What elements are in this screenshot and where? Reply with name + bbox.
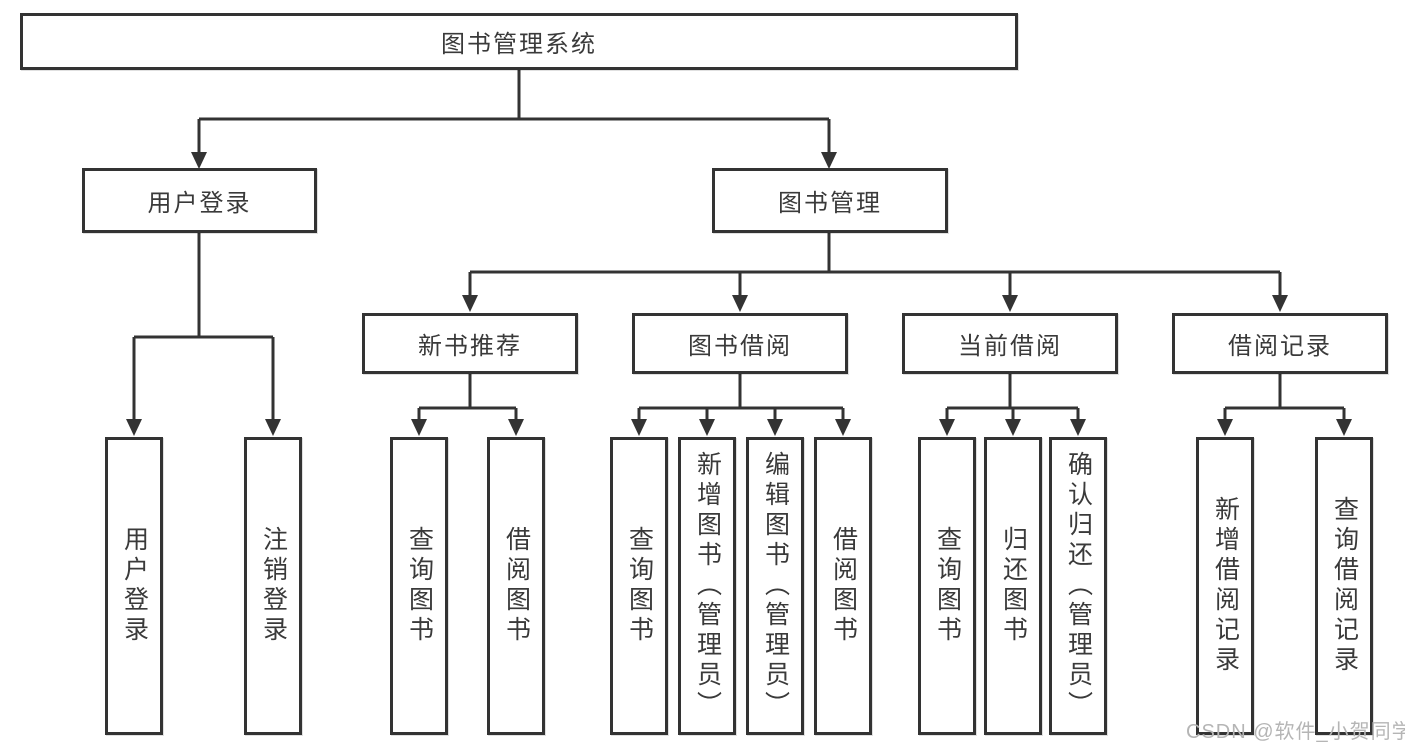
arrowhead bbox=[1217, 419, 1233, 436]
arrowhead bbox=[191, 152, 207, 169]
node-label: 归还图书 bbox=[999, 526, 1028, 646]
node-library-management-system: 图书管理系统 bbox=[20, 13, 1018, 70]
arrowhead bbox=[411, 419, 427, 436]
arrowhead bbox=[732, 295, 748, 312]
node-confirm-return-admin: 确认归还（管理员） bbox=[1049, 437, 1107, 735]
node-label: 查询图书 bbox=[625, 526, 654, 646]
arrowhead bbox=[126, 419, 142, 436]
node-add-books-admin: 新增图书（管理员） bbox=[678, 437, 736, 735]
arrowhead bbox=[835, 419, 851, 436]
csdn-watermark: CSDN @软件_小贺同学 bbox=[1186, 721, 1405, 743]
node-label: 借阅图书 bbox=[829, 526, 858, 646]
node-label: 新增图书（管理员） bbox=[693, 451, 722, 721]
arrowhead bbox=[767, 419, 783, 436]
connector-borrow-record-fork bbox=[1223, 374, 1346, 421]
node-label: 图书管理 bbox=[778, 190, 882, 217]
arrowheads bbox=[126, 152, 1352, 436]
arrowhead bbox=[631, 419, 647, 436]
node-label: 注销登录 bbox=[259, 526, 288, 646]
node-label: 新增借阅记录 bbox=[1211, 496, 1240, 676]
connector-user-login-fork bbox=[132, 233, 275, 421]
arrowhead bbox=[699, 419, 715, 436]
connector-book-borrow-fork bbox=[637, 374, 845, 421]
node-label: 图书管理系统 bbox=[441, 31, 597, 58]
node-user-login: 用户登录 bbox=[82, 168, 317, 233]
node-search-borrow-record: 查询借阅记录 bbox=[1315, 437, 1373, 735]
node-label: 用户登录 bbox=[147, 190, 252, 217]
node-book-borrowing: 图书借阅 bbox=[632, 313, 848, 374]
arrowhead bbox=[508, 419, 524, 436]
arrowhead bbox=[821, 152, 837, 169]
node-search-books-current: 查询图书 bbox=[918, 437, 976, 735]
node-edit-books-admin: 编辑图书（管理员） bbox=[746, 437, 804, 735]
node-user-login-action: 用户登录 bbox=[105, 437, 163, 735]
arrowhead bbox=[265, 419, 281, 436]
node-label: 借阅记录 bbox=[1228, 333, 1332, 360]
node-search-books-recommend: 查询图书 bbox=[390, 437, 448, 735]
node-label: 用户登录 bbox=[120, 526, 149, 646]
node-logout-action: 注销登录 bbox=[244, 437, 302, 735]
arrowhead bbox=[939, 419, 955, 436]
arrowhead bbox=[1070, 419, 1086, 436]
node-borrow-books-borrowing: 借阅图书 bbox=[814, 437, 872, 735]
arrowhead bbox=[462, 295, 478, 312]
connector-root-to-level2 bbox=[197, 70, 831, 154]
node-return-books: 归还图书 bbox=[984, 437, 1042, 735]
node-add-borrow-record: 新增借阅记录 bbox=[1196, 437, 1254, 735]
node-book-management: 图书管理 bbox=[712, 168, 948, 233]
arrowhead bbox=[1272, 295, 1288, 312]
arrowhead bbox=[1002, 295, 1018, 312]
node-label: 查询图书 bbox=[405, 526, 434, 646]
connector-current-borrow-fork bbox=[945, 374, 1080, 421]
node-borrowing-records: 借阅记录 bbox=[1172, 313, 1388, 374]
node-label: 查询借阅记录 bbox=[1330, 496, 1359, 676]
node-label: 确认归还（管理员） bbox=[1064, 451, 1093, 721]
connector-book-management-fork bbox=[468, 233, 1282, 297]
node-new-book-recommendation: 新书推荐 bbox=[362, 313, 578, 374]
arrowhead bbox=[1005, 419, 1021, 436]
node-label: 借阅图书 bbox=[502, 526, 531, 646]
node-current-borrowing: 当前借阅 bbox=[902, 313, 1118, 374]
arrowhead bbox=[1336, 419, 1352, 436]
node-label: 图书借阅 bbox=[688, 333, 792, 360]
node-borrow-books-recommend: 借阅图书 bbox=[487, 437, 545, 735]
node-label: 编辑图书（管理员） bbox=[761, 451, 790, 721]
node-label: 查询图书 bbox=[933, 526, 962, 646]
node-label: 当前借阅 bbox=[958, 333, 1062, 360]
node-label: 新书推荐 bbox=[418, 333, 522, 360]
connector-new-book-fork bbox=[417, 374, 518, 421]
node-search-books-borrowing: 查询图书 bbox=[610, 437, 668, 735]
